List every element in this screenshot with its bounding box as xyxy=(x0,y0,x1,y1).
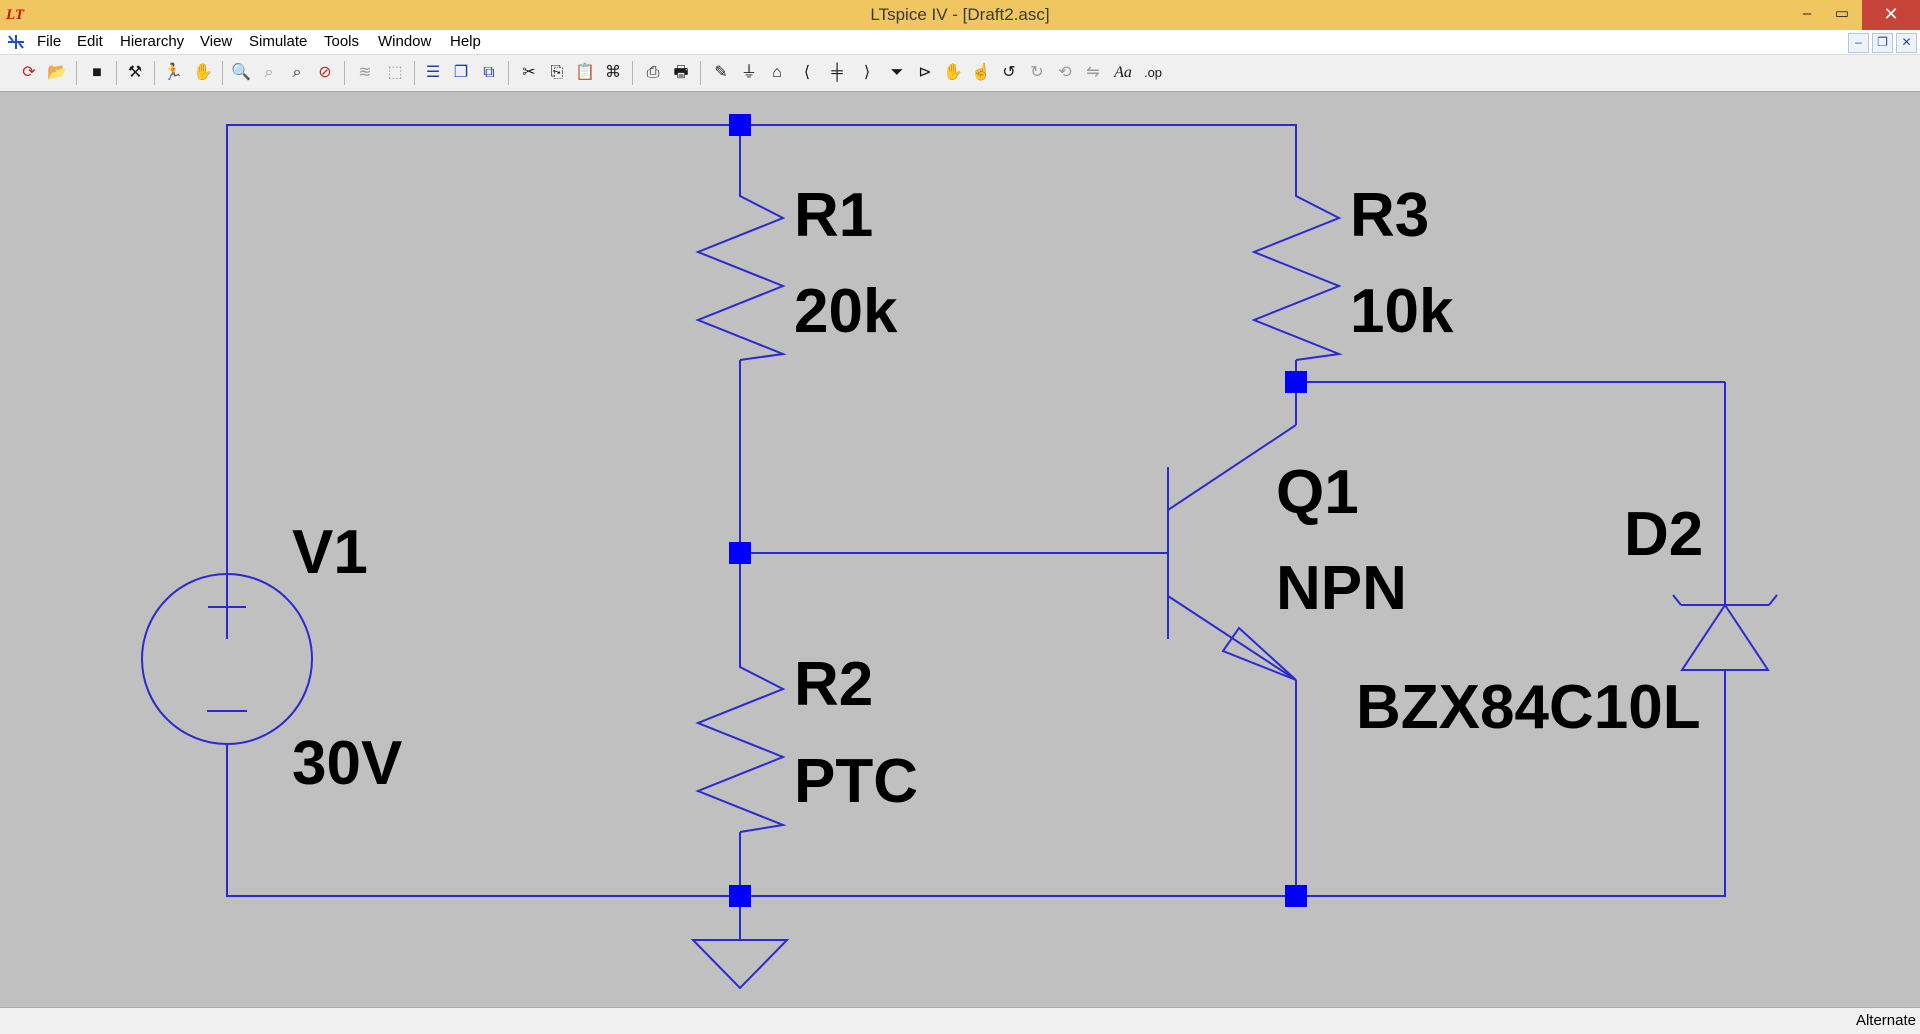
label-net-icon[interactable]: ⌂ xyxy=(772,64,782,81)
draw-wire-icon[interactable]: ✎ xyxy=(714,64,728,81)
label-q1-name[interactable]: Q1 xyxy=(1276,458,1359,527)
title-bar: LT LTspice IV - [Draft2.asc] – ▭ ✕ xyxy=(0,0,1920,30)
toolbar-separator xyxy=(222,61,223,85)
component-icon[interactable]: ⊳ xyxy=(918,64,932,81)
rotate-icon[interactable]: ⟲ xyxy=(1058,64,1072,81)
mdi-restore-button[interactable]: ❐ xyxy=(1872,33,1893,53)
label-r2-name[interactable]: R2 xyxy=(794,650,873,719)
cut-icon[interactable]: ✂ xyxy=(522,64,536,81)
menu-bar: File Edit Hierarchy View Simulate Tools … xyxy=(0,30,1920,55)
transistor-q1[interactable] xyxy=(1167,424,1297,681)
menu-view[interactable]: View xyxy=(200,33,233,50)
print-icon[interactable]: 🖶 xyxy=(673,64,689,81)
junction-dot xyxy=(1285,885,1307,907)
status-bar: Alternate xyxy=(0,1007,1920,1034)
menu-edit[interactable]: Edit xyxy=(77,33,103,50)
redo-icon[interactable]: ↻ xyxy=(1030,64,1044,81)
toolbar-separator xyxy=(344,61,345,85)
move-icon[interactable]: ✋ xyxy=(943,64,963,81)
toolbar-separator xyxy=(154,61,155,85)
menu-hierarchy[interactable]: Hierarchy xyxy=(120,33,185,50)
inductor-icon[interactable]: ⟩ xyxy=(863,64,871,81)
open-icon[interactable]: 📂 xyxy=(47,64,67,81)
zoom-cancel-icon[interactable]: ⊘ xyxy=(318,64,332,81)
cascade-icon[interactable]: ❐ xyxy=(453,64,469,81)
control-panel-icon[interactable]: ⚒ xyxy=(127,64,143,81)
resistor-r1[interactable] xyxy=(695,187,787,361)
wires xyxy=(226,124,1726,940)
window-title: LTspice IV - [Draft2.asc] xyxy=(870,5,1050,24)
paste-icon[interactable]: 📋 xyxy=(575,64,595,81)
toolbar-separator xyxy=(414,61,415,85)
toolbar: ⟳ 📂 ■ ⚒ 🏃 ✋ 🔍 ⌕ ⌕ ⊘ ≋ ⬚ ☰ ❐ ⧉ ✂ ⎘ 📋 ⌘ ⎙ … xyxy=(0,55,1920,92)
toolbar-separator xyxy=(632,61,633,85)
ground-icon[interactable]: ⏚ xyxy=(740,64,757,81)
copy-icon[interactable]: ⎘ xyxy=(550,64,564,81)
menu-simulate[interactable]: Simulate xyxy=(249,33,308,50)
label-r1-name[interactable]: R1 xyxy=(794,181,873,250)
label-d2-name[interactable]: D2 xyxy=(1624,500,1703,569)
capacitor-icon[interactable]: ╪ xyxy=(831,64,843,81)
resistor-icon[interactable]: ⟨ xyxy=(803,64,811,81)
new-schematic-icon[interactable]: ⟳ xyxy=(22,64,36,81)
menu-window[interactable]: Window xyxy=(378,33,432,50)
toolbar-separator xyxy=(116,61,117,85)
autorange-icon[interactable]: ≋ xyxy=(358,64,372,81)
junction-dot xyxy=(729,542,751,564)
resistor-r3[interactable] xyxy=(1251,187,1343,361)
maximize-button[interactable]: ▭ xyxy=(1834,5,1850,22)
mirror-icon[interactable]: ⇋ xyxy=(1086,64,1100,81)
run-icon[interactable]: 🏃 xyxy=(163,64,183,81)
close-all-icon[interactable]: ⧉ xyxy=(483,64,495,81)
tile-horizontal-icon[interactable]: ☰ xyxy=(425,64,441,81)
junction-dot xyxy=(1285,371,1307,393)
minimize-button[interactable]: – xyxy=(1802,5,1812,22)
resistor-r2[interactable] xyxy=(695,662,787,833)
fit-icon[interactable]: ⬚ xyxy=(387,64,403,81)
voltage-source-v1[interactable] xyxy=(141,573,313,745)
menu-file[interactable]: File xyxy=(37,33,62,50)
label-d2-value[interactable]: BZX84C10L xyxy=(1356,673,1701,742)
ltspice-logo-icon[interactable] xyxy=(5,32,27,52)
zoom-in-icon[interactable]: 🔍 xyxy=(231,64,251,81)
menu-tools[interactable]: Tools xyxy=(324,33,360,50)
mdi-close-button[interactable]: ✕ xyxy=(1896,33,1917,53)
toolbar-separator xyxy=(508,61,509,85)
label-v1-name[interactable]: V1 xyxy=(292,518,368,587)
print-preview-icon[interactable]: ⎙ xyxy=(646,64,660,81)
label-r3-value[interactable]: 10k xyxy=(1350,277,1454,346)
junction-dot xyxy=(729,885,751,907)
toolbar-separator xyxy=(76,61,77,85)
wire-bottom-rail[interactable] xyxy=(226,745,1726,897)
zener-diode-d2[interactable] xyxy=(1672,594,1778,765)
label-v1-value[interactable]: 30V xyxy=(292,729,402,798)
schematic-drawing: V1 30V R1 20k R2 PTC R3 10k Q1 NPN D2 BZ… xyxy=(141,114,1778,990)
menu-help[interactable]: Help xyxy=(450,33,481,50)
label-q1-value[interactable]: NPN xyxy=(1276,554,1407,623)
status-mode: Alternate xyxy=(1855,1012,1916,1029)
ground-symbol[interactable] xyxy=(690,939,790,990)
zoom-out-icon[interactable]: ⌕ xyxy=(292,64,302,81)
close-button[interactable]: ✕ xyxy=(1862,0,1920,30)
text-icon[interactable]: Aa xyxy=(1114,64,1132,81)
drag-icon[interactable]: ☝ xyxy=(971,64,991,81)
mdi-minimize-button[interactable]: – xyxy=(1848,33,1869,53)
schematic-canvas[interactable]: V1 30V R1 20k R2 PTC R3 10k Q1 NPN D2 BZ… xyxy=(0,92,1920,1007)
diode-icon[interactable]: ⏷ xyxy=(890,64,904,81)
label-r1-value[interactable]: 20k xyxy=(794,277,898,346)
undo-icon[interactable]: ↺ xyxy=(1002,64,1016,81)
ltspice-app-icon[interactable]: LT xyxy=(6,7,25,23)
spice-directive-icon[interactable]: .op xyxy=(1143,65,1163,80)
label-r3-name[interactable]: R3 xyxy=(1350,181,1429,250)
save-icon[interactable]: ■ xyxy=(92,64,102,81)
junction-dot xyxy=(729,114,751,136)
find-icon[interactable]: ⌘ xyxy=(605,64,621,81)
zoom-full-icon[interactable]: ⌕ xyxy=(264,64,274,81)
wire-top-rail[interactable] xyxy=(226,124,1297,639)
pan-icon[interactable]: ✋ xyxy=(193,64,213,81)
junctions xyxy=(729,114,1307,907)
toolbar-separator xyxy=(700,61,701,85)
label-r2-value[interactable]: PTC xyxy=(794,747,918,816)
